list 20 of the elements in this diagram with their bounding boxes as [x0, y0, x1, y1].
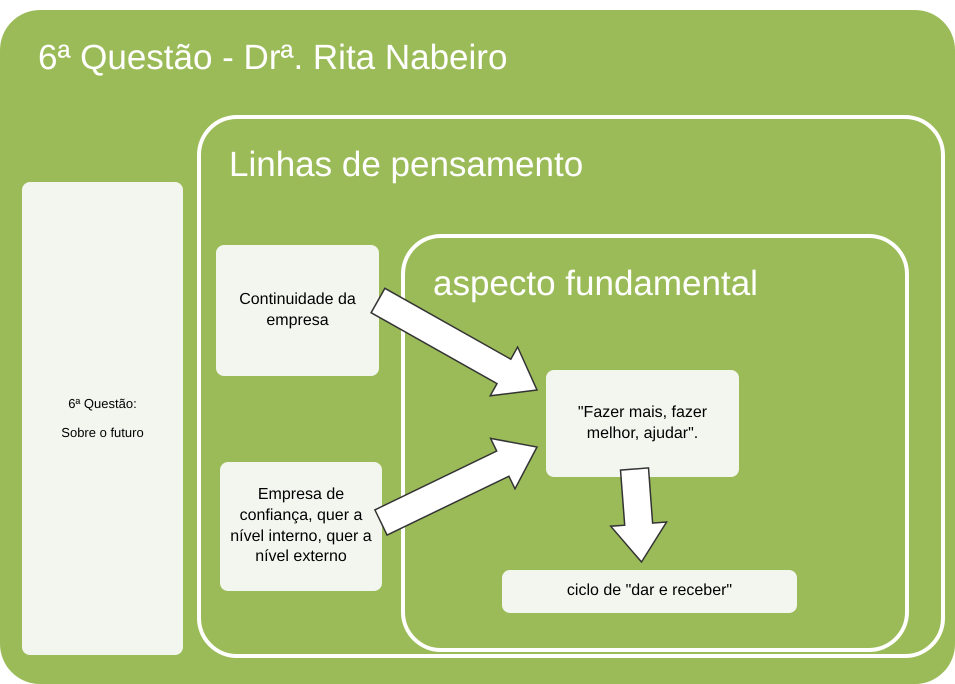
heading: 6ª Questão - Drª. Rita Nabeiro [38, 40, 508, 75]
text-card [216, 245, 379, 376]
body-text: Continuidade da empresa [238, 290, 357, 330]
heading: aspecto fundamental [433, 266, 759, 301]
body-text: "Fazer mais, fazer melhor, ajudar". [576, 402, 708, 444]
text-bar [502, 570, 797, 613]
body-text: ciclo de "dar e receber" [566, 581, 732, 602]
text-card [546, 370, 739, 477]
outer-panel [0, 10, 955, 684]
block-arrow [609, 467, 668, 564]
text-card [220, 462, 382, 591]
section-frame [197, 115, 945, 658]
section-frame [401, 234, 909, 652]
body-text: Sobre o futuro [61, 424, 144, 442]
block-arrow [370, 287, 538, 397]
block-arrow [374, 437, 538, 536]
question-label: 6ª Questão: [68, 396, 137, 412]
heading: Linhas de pensamento [229, 147, 584, 182]
body-text: Empresa de confiança, quer a nível interno, quer a nível externo [229, 484, 373, 568]
side-card [22, 182, 183, 655]
